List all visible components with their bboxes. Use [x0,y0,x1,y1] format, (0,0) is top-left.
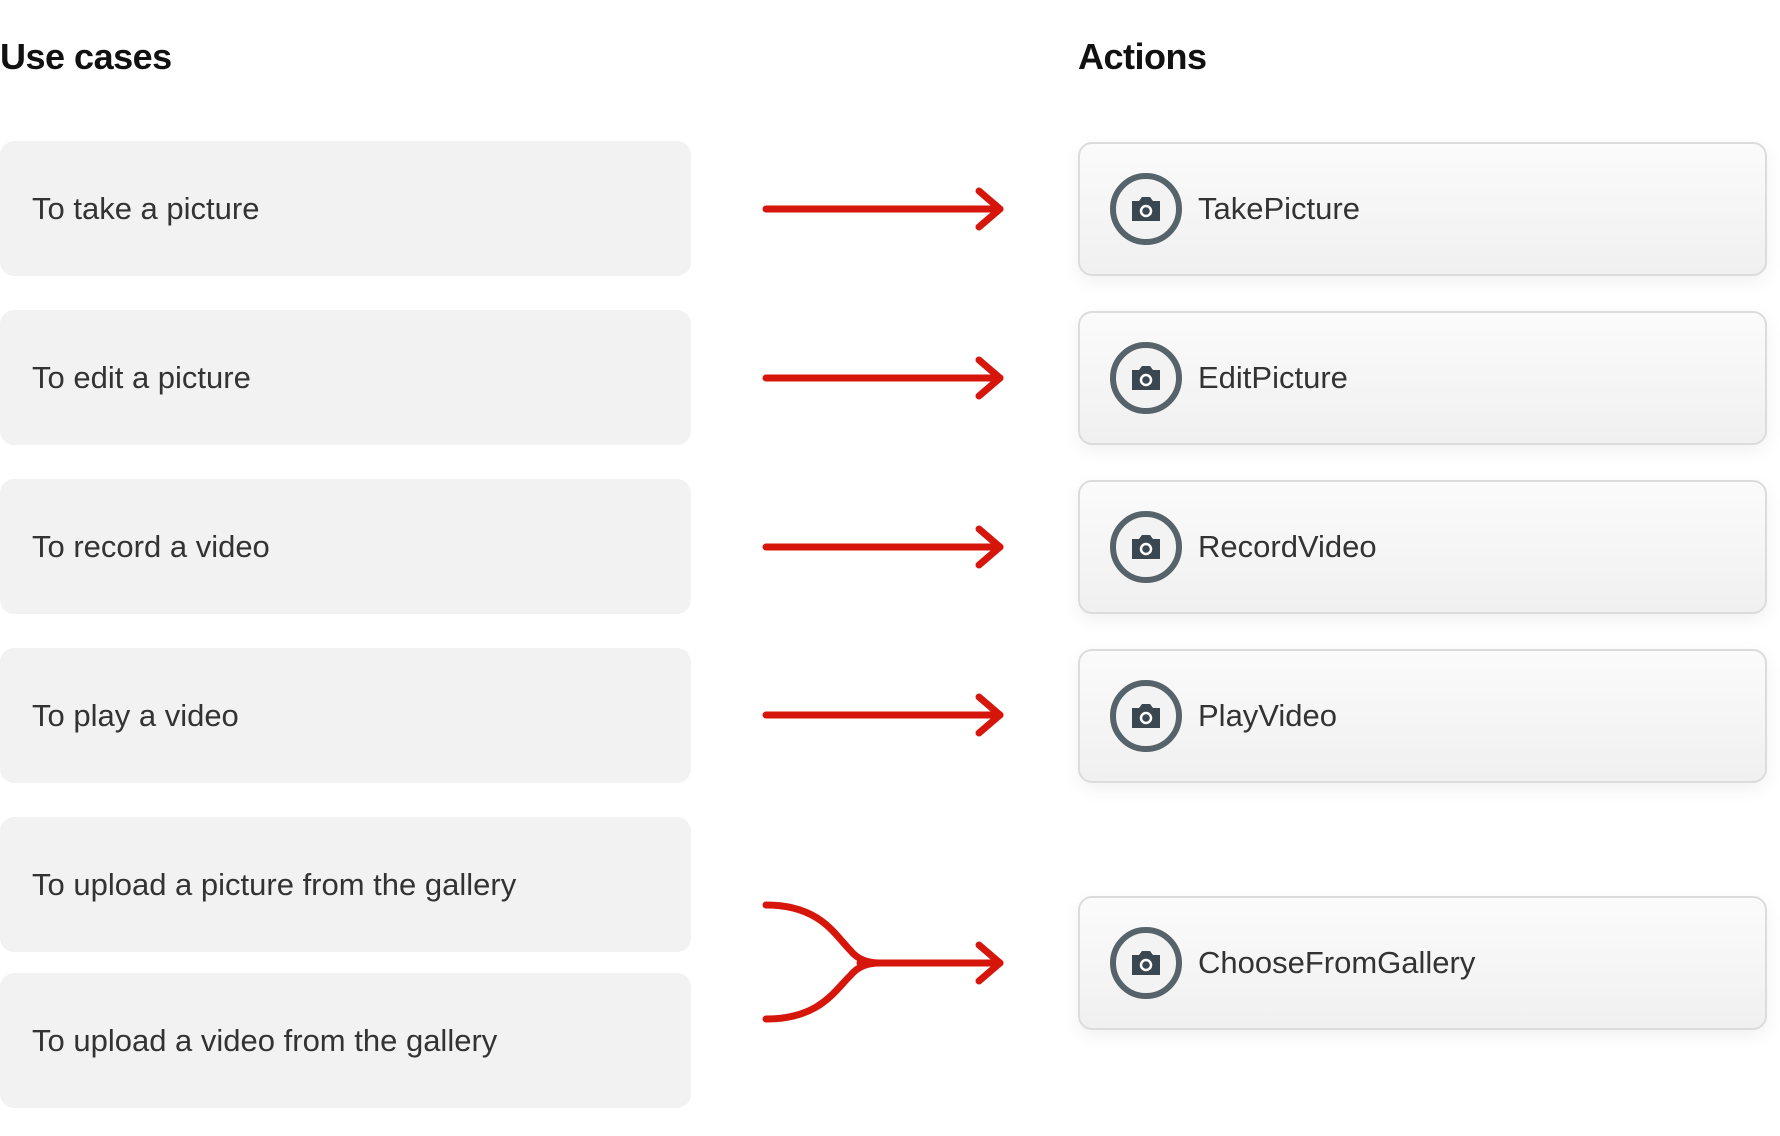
use-case-record-video: To record a video [0,479,691,614]
use-case-label: To play a video [32,697,239,733]
camera-icon [1110,927,1182,999]
use-case-edit-picture: To edit a picture [0,310,691,445]
use-case-take-picture: To take a picture [0,141,691,276]
action-take-picture[interactable]: TakePicture [1078,142,1767,276]
use-case-label: To edit a picture [32,359,251,395]
action-choose-from-gallery[interactable]: ChooseFromGallery [1078,896,1767,1030]
camera-icon [1110,680,1182,752]
arrow-right-icon [762,525,1004,569]
use-case-play-video: To play a video [0,648,691,783]
action-label: PlayVideo [1198,698,1338,733]
arrow-right-icon [762,356,1004,400]
use-case-label: To record a video [32,528,270,564]
camera-icon [1110,342,1182,414]
camera-icon [1110,173,1182,245]
action-label: RecordVideo [1198,529,1377,564]
action-label: EditPicture [1198,360,1348,395]
action-label: ChooseFromGallery [1198,945,1476,980]
use-case-upload-picture: To upload a picture from the gallery [0,817,691,952]
arrow-right-icon [762,187,1004,231]
action-record-video[interactable]: RecordVideo [1078,480,1767,614]
action-edit-picture[interactable]: EditPicture [1078,311,1767,445]
use-cases-heading: Use cases [0,36,172,77]
actions-heading: Actions [1078,36,1207,77]
arrow-right-icon [762,693,1004,737]
use-case-upload-video: To upload a video from the gallery [0,973,691,1108]
action-label: TakePicture [1198,191,1360,226]
camera-icon [1110,511,1182,583]
use-case-label: To take a picture [32,190,260,226]
merge-arrow-icon [762,901,1004,1023]
action-play-video[interactable]: PlayVideo [1078,649,1767,783]
use-case-label: To upload a video from the gallery [32,1022,498,1058]
use-case-label: To upload a picture from the gallery [32,866,517,902]
